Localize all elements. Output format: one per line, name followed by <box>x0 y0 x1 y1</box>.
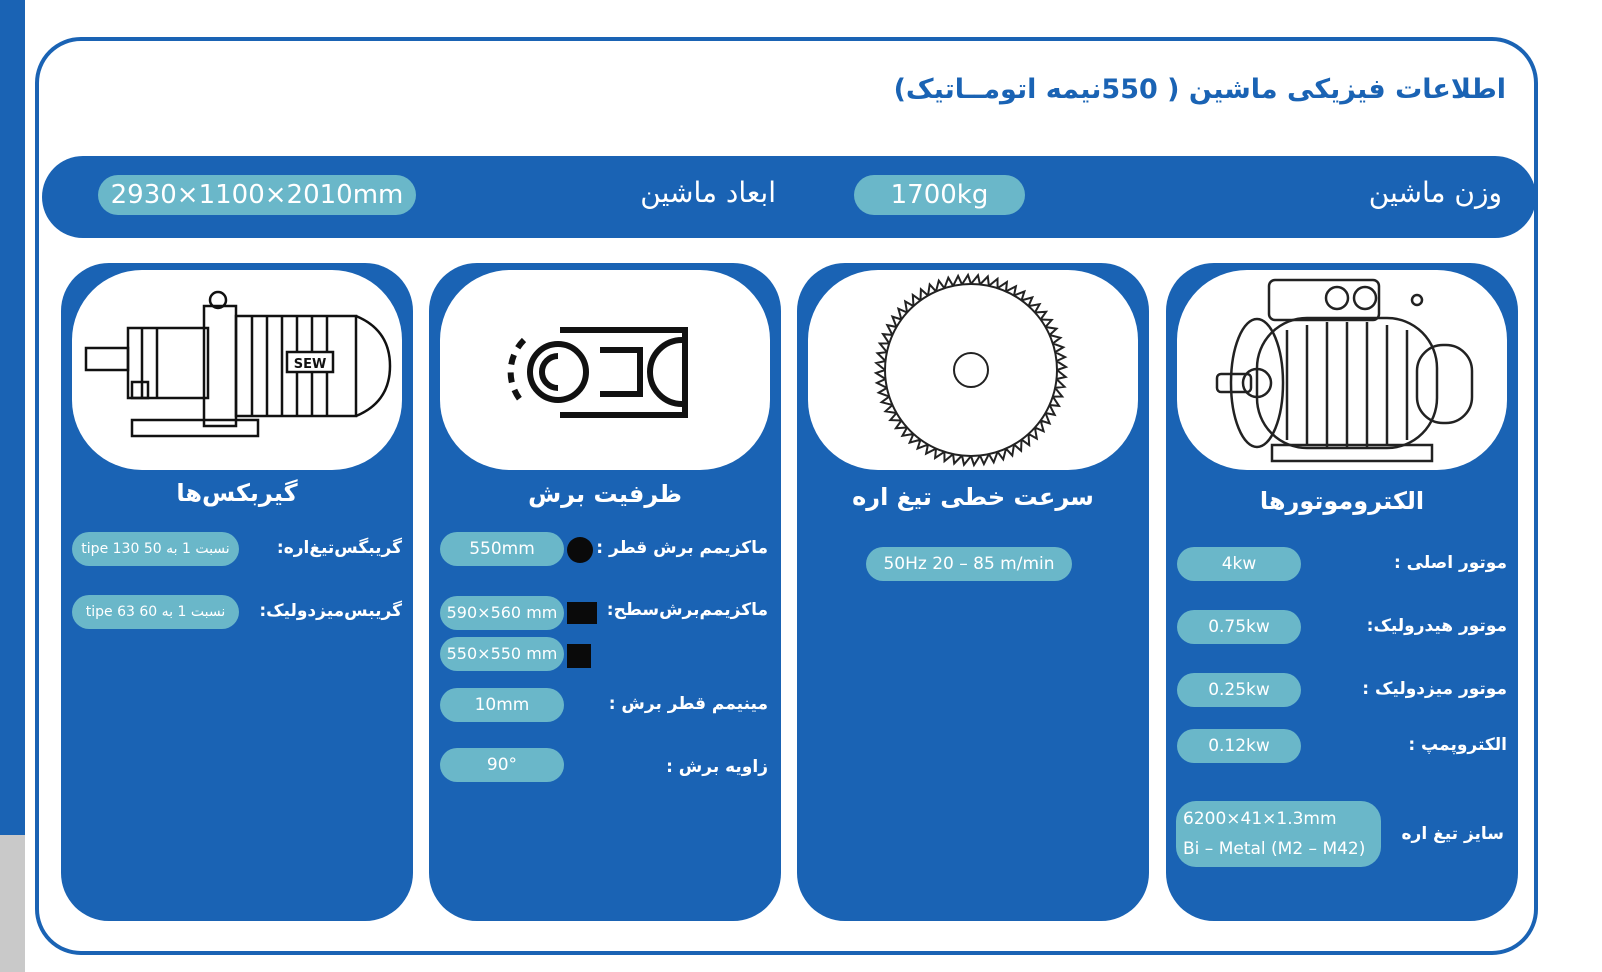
hydraulic-motor-value: 0.75kw <box>1177 610 1301 644</box>
min-diameter-value: 10mm <box>440 688 564 722</box>
speed-value: 50Hz 20 – 85 m/min <box>866 547 1072 581</box>
gearbox-icon: SEW <box>72 270 402 470</box>
table-gearbox-label: گریبس‌میزدولیک: <box>259 601 402 621</box>
electric-motor-icon <box>1177 270 1507 470</box>
table-motor-value: 0.25kw <box>1177 673 1301 707</box>
max-flat-value-2: 550×550 mm <box>440 637 564 671</box>
left-accent-bar <box>0 0 25 835</box>
min-diameter-label: مینیمم قطر برش : <box>608 694 768 714</box>
left-accent-bar-gray <box>0 835 25 972</box>
blade-size-label: سایز تیغ اره <box>1401 824 1504 844</box>
round-section-icon <box>567 537 593 563</box>
blade-gearbox-label: گریبگس‌تیغ‌اره: <box>276 538 402 558</box>
saw-teeth <box>873 272 1069 468</box>
blade-size-value: 6200×41×1.3mm Bi – Metal (M2 – M42) <box>1176 801 1381 867</box>
electropump-value: 0.12kw <box>1177 729 1301 763</box>
cutting-capacity-icon <box>440 270 770 470</box>
cut-angle-label: زاویه برش : <box>666 757 768 777</box>
max-flat-value-1: 590×560 mm <box>440 596 564 630</box>
table-gearbox-value: tipe 63 نسبت 1 به 60 <box>72 595 239 629</box>
table-motor-label: موتور میزدولیک : <box>1362 679 1507 699</box>
speed-title: سرعت خطی تیغ اره <box>852 483 1094 511</box>
max-flat-label: ماکزیمم‌برش‌سطح: <box>606 600 768 620</box>
main-motor-label: موتور اصلی : <box>1393 553 1507 573</box>
dimensions-value: 2930×1100×2010mm <box>98 175 416 215</box>
motors-title: الکتروموتورها <box>1259 487 1425 515</box>
electropump-label: الکتروپمپ : <box>1408 735 1507 755</box>
cut-angle-value: 90° <box>440 748 564 782</box>
blade-size-material: Bi – Metal (M2 – M42) <box>1183 839 1366 859</box>
max-round-value: 550mm <box>440 532 564 566</box>
dimensions-label: ابعاد ماشین <box>640 176 776 209</box>
weight-value: 1700kg <box>854 175 1025 215</box>
hydraulic-motor-label: موتور هیدرولیک: <box>1366 616 1507 636</box>
square-section-icon <box>567 644 591 668</box>
blade-size-dimensions: 6200×41×1.3mm <box>1183 809 1337 829</box>
rect-section-icon <box>567 602 597 624</box>
gearbox-brand-label: SEW <box>294 357 327 372</box>
page-title: اطلاعات فیزیکی ماشین ( 550نیمه اتومــاتی… <box>893 74 1506 105</box>
capacity-title: ظرفیت برش <box>528 480 682 508</box>
saw-blade-icon <box>808 270 1138 470</box>
max-round-label: ماکزیمم برش قطر : <box>596 538 768 558</box>
blade-gearbox-value: tipe 130 نسبت 1 به 50 <box>72 532 239 566</box>
gearbox-title: گیربکس‌ها <box>176 479 298 507</box>
main-motor-value: 4kw <box>1177 547 1301 581</box>
weight-label: وزن ماشین <box>1368 176 1502 209</box>
